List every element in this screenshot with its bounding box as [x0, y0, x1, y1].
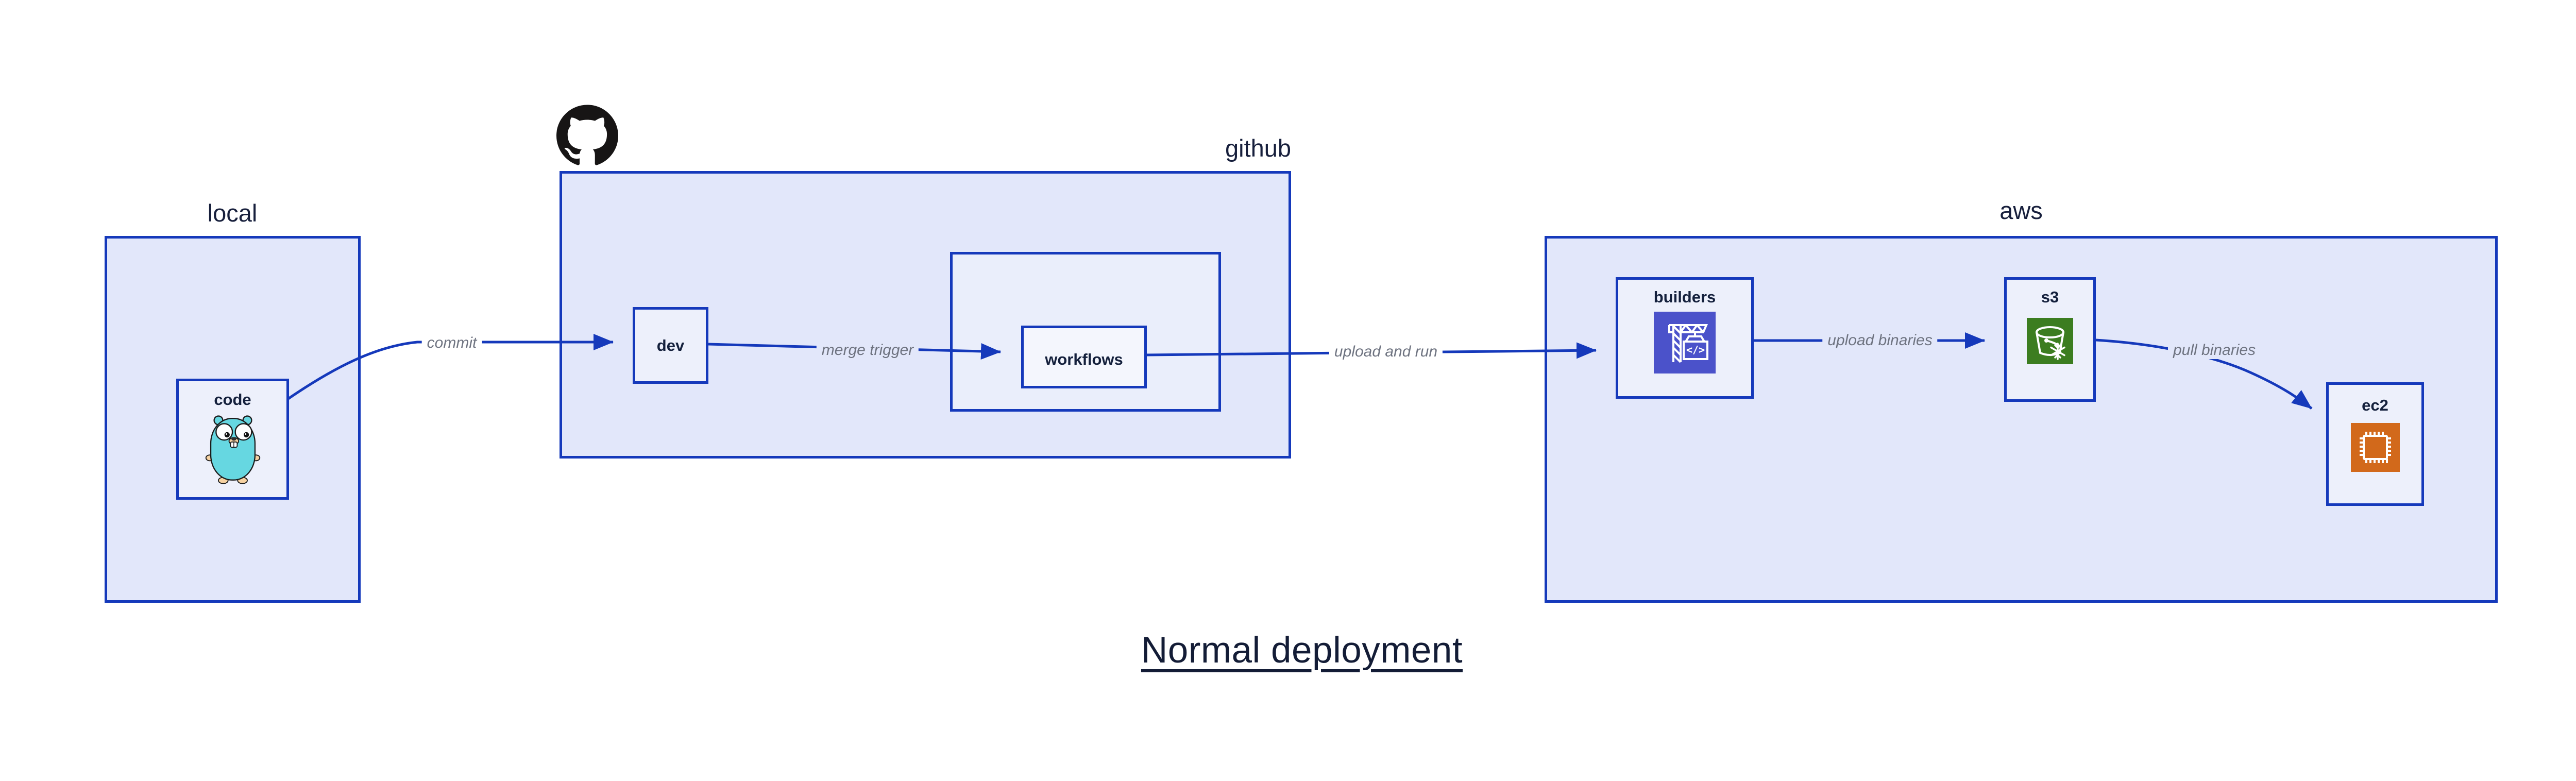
local-container-label: local: [207, 199, 258, 227]
go-gopher-icon: [204, 412, 262, 485]
node-ec2: ec2: [2326, 382, 2424, 506]
node-workflows-label: workflows: [1045, 350, 1123, 368]
ec2-chip-icon: [2350, 423, 2400, 472]
github-icon: [556, 104, 618, 166]
node-builders-label: builders: [1653, 288, 1716, 306]
node-dev-label: dev: [656, 336, 685, 354]
node-dev: dev: [633, 307, 708, 384]
edge-upload-and-run-label: upload and run: [1329, 343, 1443, 361]
node-code: code: [176, 379, 289, 500]
svg-text:</>: </>: [1686, 344, 1705, 356]
edge-upload-binaries-label: upload binaries: [1822, 332, 1938, 349]
github-container-label: github: [1225, 134, 1291, 162]
node-s3: s3: [2004, 277, 2096, 402]
edge-pull-binaries-label: pull binaries: [2167, 342, 2261, 359]
edge-merge-trigger-label: merge trigger: [816, 342, 919, 359]
node-s3-label: s3: [2041, 288, 2059, 306]
edge-commit-label: commit: [421, 334, 482, 352]
aws-container-label: aws: [1999, 197, 2043, 224]
node-builders: builders </>: [1616, 277, 1754, 399]
node-workflows: workflows: [1021, 326, 1147, 388]
codebuild-crane-icon: </>: [1654, 312, 1716, 373]
diagram-title: Normal deployment: [1141, 630, 1463, 671]
node-ec2-label: ec2: [2362, 396, 2388, 414]
s3-glacier-bucket-icon: [2027, 318, 2073, 364]
node-code-label: code: [214, 390, 251, 409]
